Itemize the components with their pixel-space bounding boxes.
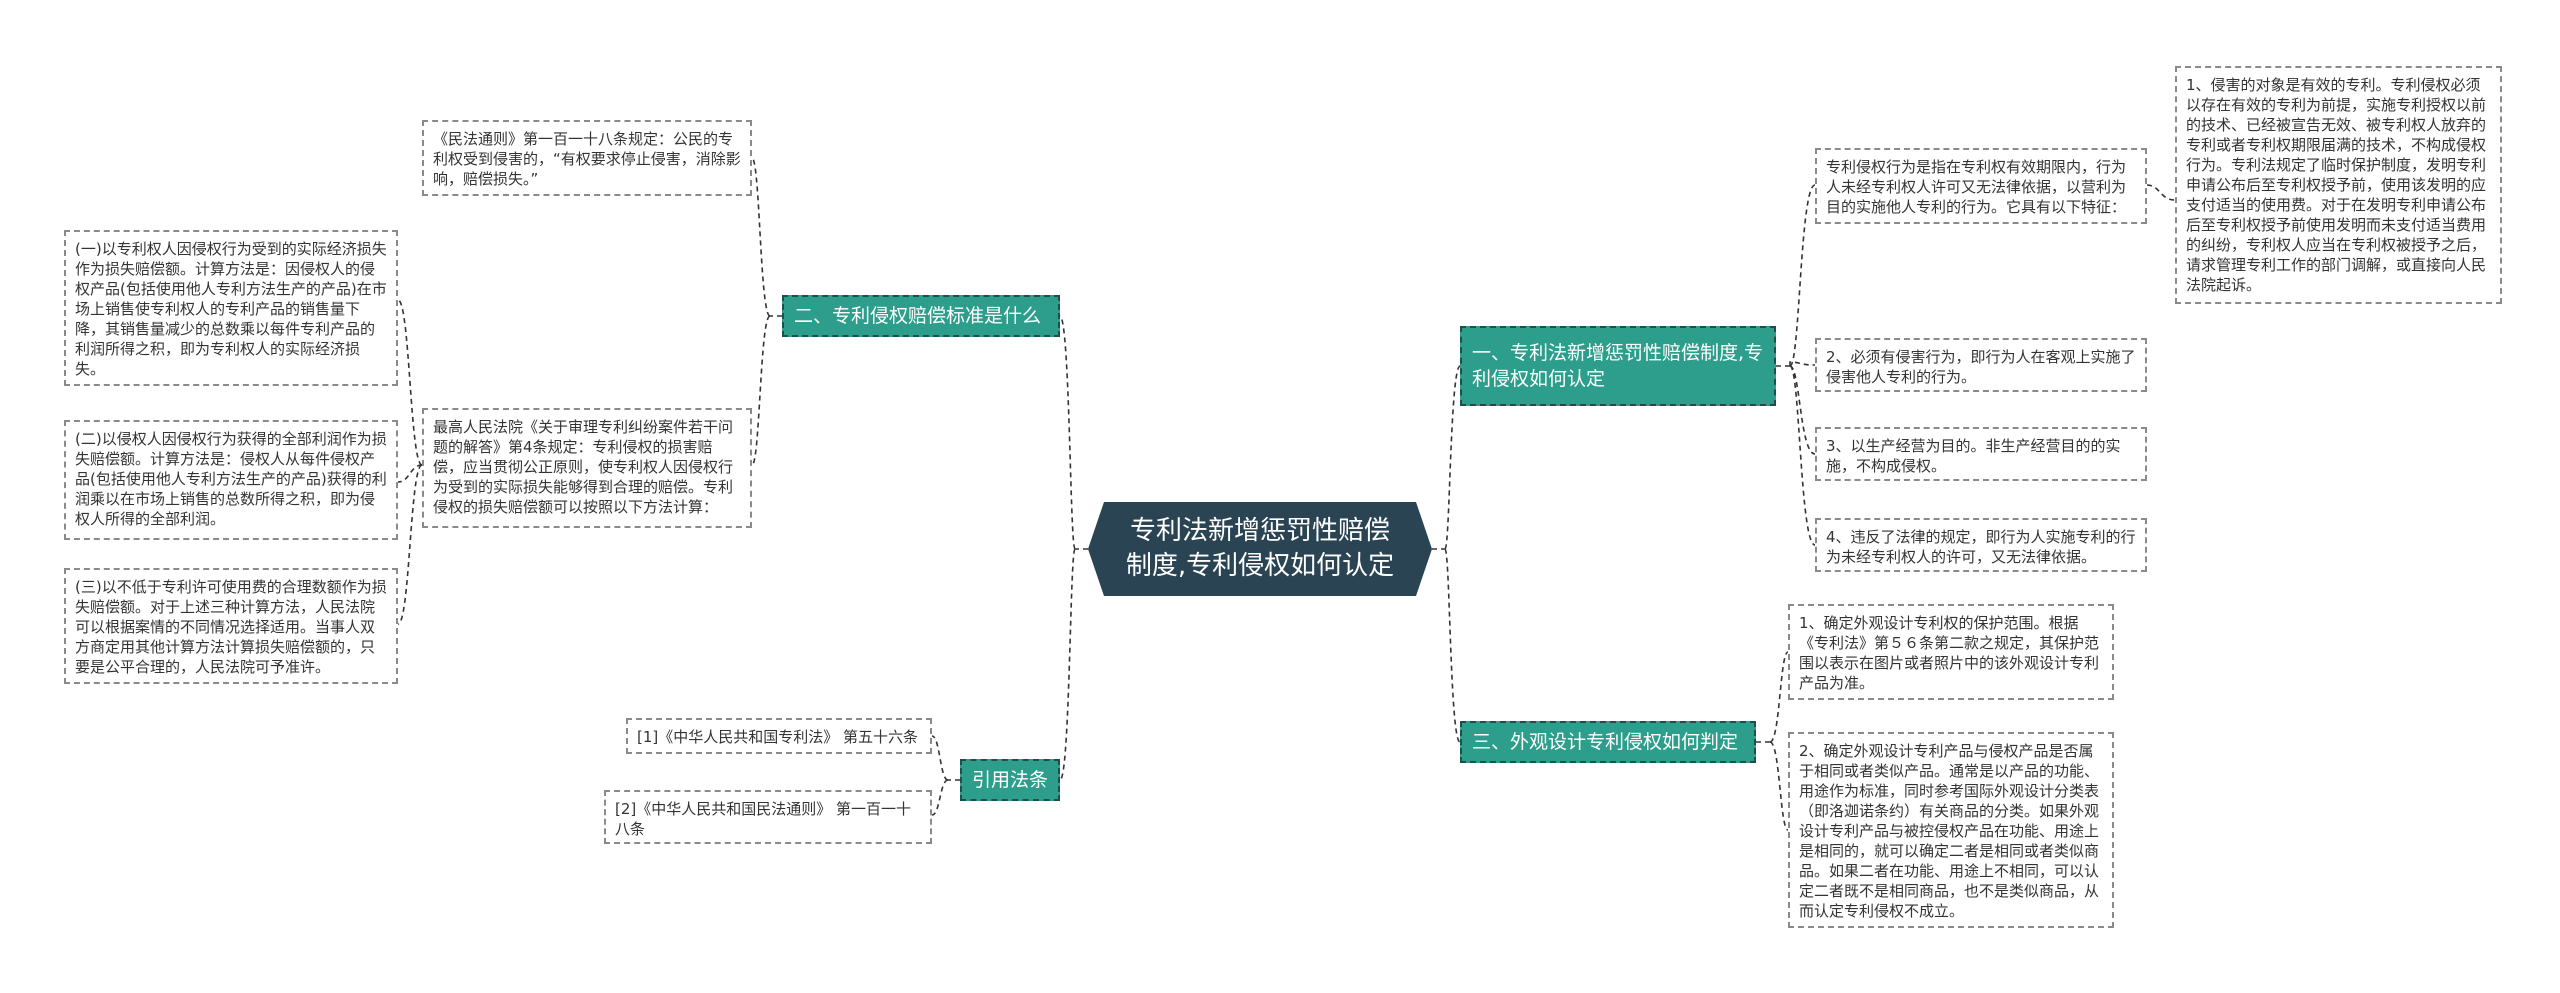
leaf-text: 专利侵权行为是指在专利权有效期限内，行为人未经专利权人许可又无法律依据，以营利为… — [1826, 158, 2127, 216]
leaf-text: 最高人民法院《关于审理专利纠纷案件若干问题的解答》第4条规定：专利侵权的损害赔偿… — [433, 418, 734, 516]
root-topic[interactable]: 专利法新增惩罚性赔偿制度,专利侵权如何认定 — [1088, 502, 1432, 596]
leaf-text: 3、以生产经营为目的。非生产经营目的的实施，不构成侵权。 — [1826, 437, 2121, 475]
branch-label: 二、专利侵权赔偿标准是什么 — [794, 305, 1042, 327]
leaf-text: 《民法通则》第一百一十八条规定：公民的专利权受到侵害的，“有权要求停止侵害，消除… — [433, 130, 741, 188]
leaf-text: (一)以专利权人因侵权行为受到的实际经济损失作为损失赔偿额。计算方法是：因侵权人… — [75, 240, 387, 378]
leaf-text: [1]《中华人民共和国专利法》 第五十六条 — [637, 728, 919, 746]
leaf-similar-products[interactable]: 2、确定外观设计专利产品与侵权产品是否属于相同或者类似产品。通常是以产品的功能、… — [1788, 732, 2114, 928]
leaf-text: 1、确定外观设计专利权的保护范围。根据《专利法》第５６条第二款之规定，其保护范围… — [1799, 614, 2100, 692]
leaf-text: [2]《中华人民共和国民法通则》 第一百一十八条 — [615, 800, 912, 838]
leaf-method-actual-loss[interactable]: (一)以专利权人因侵权行为受到的实际经济损失作为损失赔偿额。计算方法是：因侵权人… — [64, 230, 398, 386]
leaf-method-license-fee[interactable]: (三)以不低于专利许可使用费的合理数额作为损失赔偿额。对于上述三种计算方法，人民… — [64, 568, 398, 684]
leaf-violates-law[interactable]: 4、违反了法律的规定，即行为人实施专利的行为未经专利权人的许可，又无法律依据。 — [1815, 518, 2147, 572]
branch-patent-infringement[interactable]: 一、专利法新增惩罚性赔偿制度,专利侵权如何认定 — [1460, 326, 1776, 406]
leaf-civil-law-article[interactable]: 《民法通则》第一百一十八条规定：公民的专利权受到侵害的，“有权要求停止侵害，消除… — [422, 120, 752, 196]
leaf-infringement-definition[interactable]: 专利侵权行为是指在专利权有效期限内，行为人未经专利权人许可又无法律依据，以营利为… — [1815, 148, 2147, 224]
leaf-text: 2、确定外观设计专利产品与侵权产品是否属于相同或者类似产品。通常是以产品的功能、… — [1799, 742, 2100, 920]
branch-compensation-standard[interactable]: 二、专利侵权赔偿标准是什么 — [782, 295, 1060, 337]
leaf-method-infringer-profit[interactable]: (二)以侵权人因侵权行为获得的全部利润作为损失赔偿额。计算方法是：侵权人从每件侵… — [64, 420, 398, 540]
branch-design-infringement[interactable]: 三、外观设计专利侵权如何判定 — [1460, 721, 1756, 763]
branch-cited-laws[interactable]: 引用法条 — [960, 759, 1060, 801]
root-topic-label: 专利法新增惩罚性赔偿制度,专利侵权如何认定 — [1125, 516, 1395, 581]
leaf-text: 4、违反了法律的规定，即行为人实施专利的行为未经专利权人的许可，又无法律依据。 — [1826, 528, 2136, 566]
leaf-text: (三)以不低于专利许可使用费的合理数额作为损失赔偿额。对于上述三种计算方法，人民… — [75, 578, 387, 676]
branch-label: 一、专利法新增惩罚性赔偿制度,专利侵权如何认定 — [1472, 342, 1764, 390]
leaf-patent-law-citation[interactable]: [1]《中华人民共和国专利法》 第五十六条 — [626, 718, 932, 754]
leaf-text: (二)以侵权人因侵权行为获得的全部利润作为损失赔偿额。计算方法是：侵权人从每件侵… — [75, 430, 387, 528]
leaf-text: 2、必须有侵害行为，即行为人在客观上实施了侵害他人专利的行为。 — [1826, 348, 2136, 386]
leaf-text: 1、侵害的对象是有效的专利。专利侵权必须以存在有效的专利为前提，实施专利授权以前… — [2186, 76, 2487, 294]
leaf-business-purpose[interactable]: 3、以生产经营为目的。非生产经营目的的实施，不构成侵权。 — [1815, 427, 2147, 481]
leaf-infringing-act[interactable]: 2、必须有侵害行为，即行为人在客观上实施了侵害他人专利的行为。 — [1815, 338, 2147, 392]
leaf-protection-scope[interactable]: 1、确定外观设计专利权的保护范围。根据《专利法》第５６条第二款之规定，其保护范围… — [1788, 604, 2114, 700]
branch-label: 三、外观设计专利侵权如何判定 — [1472, 731, 1739, 753]
leaf-civil-law-citation[interactable]: [2]《中华人民共和国民法通则》 第一百一十八条 — [604, 790, 932, 844]
leaf-valid-patent[interactable]: 1、侵害的对象是有效的专利。专利侵权必须以存在有效的专利为前提，实施专利授权以前… — [2175, 66, 2502, 304]
branch-label: 引用法条 — [972, 769, 1049, 791]
leaf-supreme-court-answer[interactable]: 最高人民法院《关于审理专利纠纷案件若干问题的解答》第4条规定：专利侵权的损害赔偿… — [422, 408, 752, 528]
